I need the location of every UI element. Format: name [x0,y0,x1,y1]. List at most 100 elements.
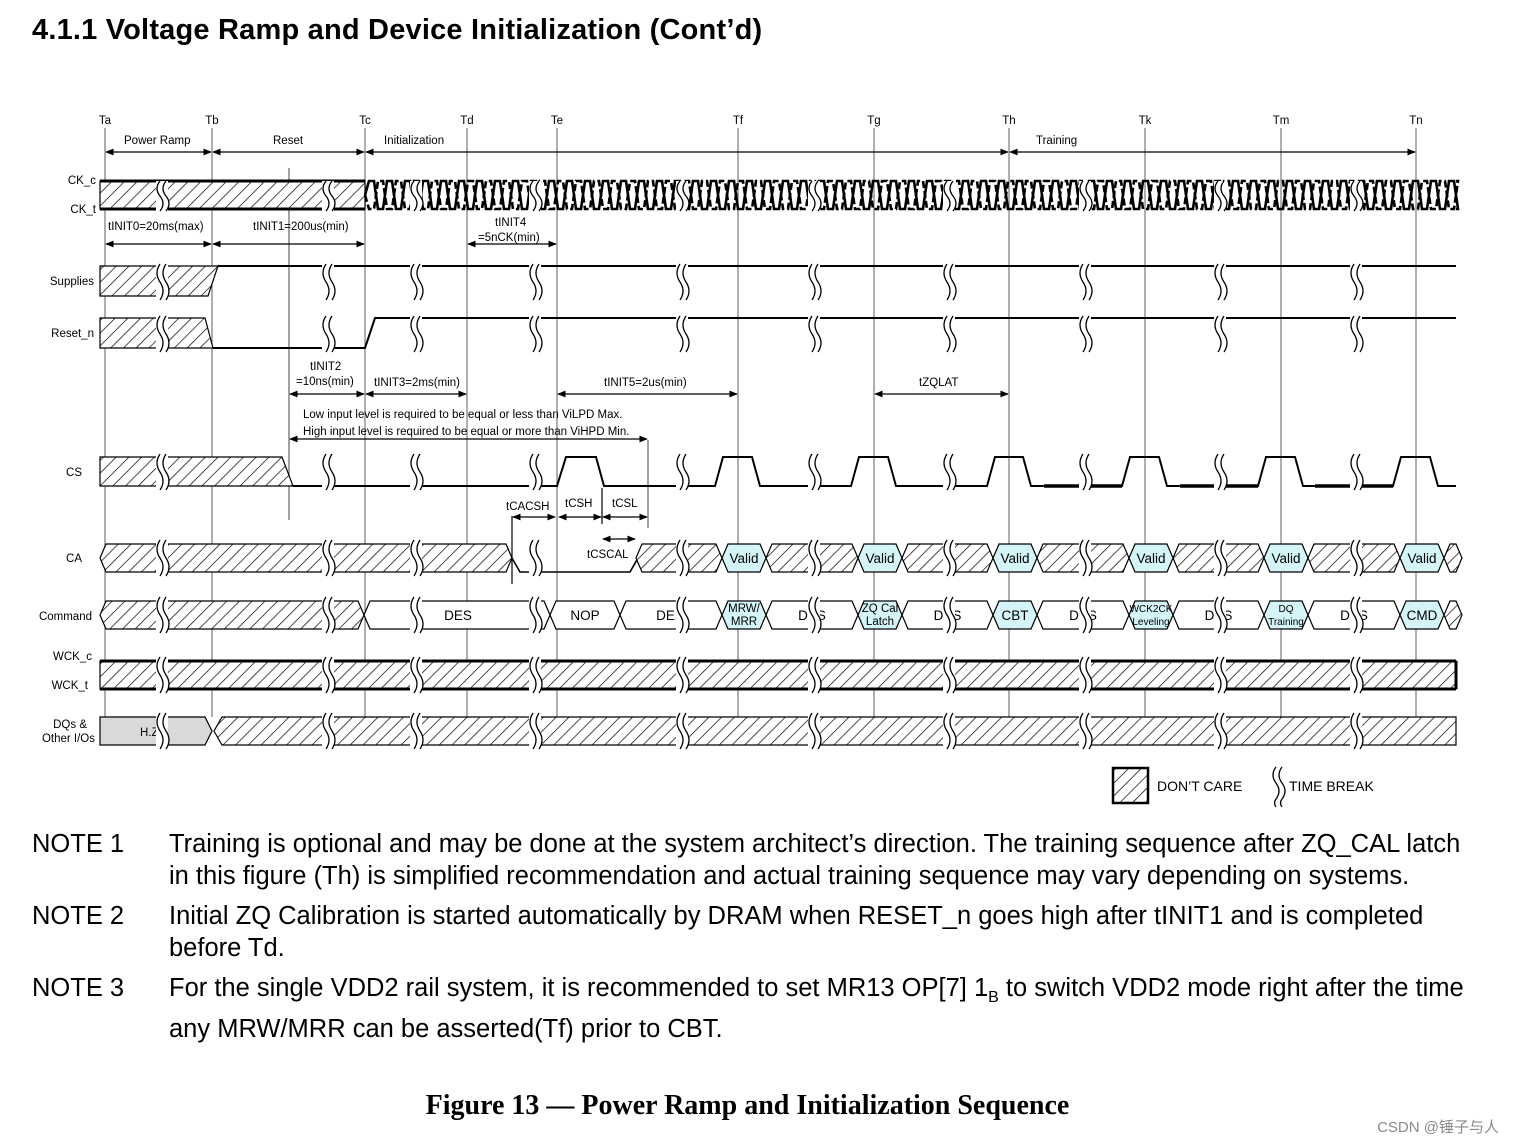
command-dq-training-label: DQ [1279,604,1294,615]
time-break-mark [535,712,543,750]
timepoint-tc: Tc [359,115,371,127]
command-zq-cal-latch-label: Latch [866,616,894,628]
tinit1-label: tINIT1=200us(min) [253,221,349,233]
time-break-mark [162,315,170,353]
time-break-mark [949,315,957,353]
time-break-mark [1220,453,1228,491]
time-break-mark [162,180,170,212]
time-break-mark [676,539,684,577]
ck-waveform [99,179,1460,211]
time-break-mark [1350,656,1358,694]
time-break-gap [410,316,422,352]
time-break-mark [949,263,957,301]
signal-label-wck-t: WCK_t [52,680,89,692]
command-mrw-mrr-label: MRR [731,616,757,628]
time-break-mark [814,453,822,491]
command-dont-care [1443,600,1463,630]
time-break-mark [1356,180,1364,212]
time-break-gap [808,713,820,749]
time-break-gap [322,181,334,211]
time-break-mark [814,180,822,212]
note-label: NOTE 1 [32,830,125,858]
time-break-mark [1356,263,1364,301]
dqs-waveform: H.Z [99,716,1457,746]
time-break-mark [1214,656,1222,694]
time-break-mark [156,263,164,301]
legend-dont-care-label: DON’T CARE [1157,778,1242,794]
time-break-mark [1356,656,1364,694]
time-break-mark [322,596,330,634]
tinit2-label: tINIT2 [310,361,341,373]
note-text: Training is optional and may be done at … [169,830,1461,890]
time-break-mark [1220,263,1228,301]
time-break-mark [1356,453,1364,491]
tcsh-label: tCSH [565,498,592,510]
time-break-mark [535,656,543,694]
phase-reset: Reset [273,135,304,147]
time-break-gap [676,713,688,749]
time-break-gap [410,181,422,211]
time-break-mark [1356,315,1364,353]
time-break-mark [1085,656,1093,694]
time-break-gap [410,657,422,693]
ca-valid-label: Valid [1271,551,1300,566]
signal-label-ck-c: CK_c [68,175,96,187]
time-break-mark [1085,539,1093,577]
note-label: NOTE 2 [32,902,125,930]
time-break-gap [676,181,688,211]
time-break-mark [322,453,330,491]
time-break-gap [676,597,688,633]
time-break-gap [1214,713,1226,749]
timepoint-td: Td [460,115,473,127]
time-break-mark [410,539,418,577]
time-break-mark [943,315,951,353]
time-break-mark [1350,315,1358,353]
cs-waveform [99,456,1456,488]
time-break-gap [156,713,168,749]
signal-label-command: Command [39,611,92,623]
command-wck2ck-leveling-label: Leveling [1132,617,1169,628]
time-break-gap [1350,181,1362,211]
time-break-gap [410,264,422,300]
timepoint-te: Te [551,115,563,127]
signal-label-ck-t: CK_t [70,204,96,216]
time-break-mark [1079,596,1087,634]
time-break-mark [162,596,170,634]
time-break-mark [416,180,424,212]
timepoint-tm: Tm [1273,115,1290,127]
time-break-mark [1214,180,1222,212]
command-wck2ck-leveling-segment [1128,600,1174,630]
time-break-mark [1079,315,1087,353]
time-break-gap [529,657,541,693]
time-break-gap [156,540,168,576]
time-break-gap [410,597,422,633]
time-break-gap [943,713,955,749]
time-break-mark [814,656,822,694]
note-text-part: to switch VDD2 mode right after the time… [169,974,1464,1043]
time-break-gap [410,540,422,576]
time-break-mark [1220,539,1228,577]
tinit5-label: tINIT5=2us(min) [604,377,687,389]
time-break-mark [808,596,816,634]
tcscal-label: tCSCAL [587,549,629,561]
phase-power-ramp: Power Ramp [124,135,190,147]
time-break-mark [328,453,336,491]
time-break-gap [529,540,541,576]
time-break-mark [808,712,816,750]
time-break-gap [1350,657,1362,693]
time-break-gap [156,657,168,693]
signal-label-reset-n: Reset_n [51,328,94,340]
time-break-mark [156,712,164,750]
timing-diagram: Ta Tb Tc Td Te Tf Tg Th Tk Tm Tn Power R… [39,115,1463,808]
command-zq-cal-latch-segment [857,600,903,630]
time-break-mark [162,656,170,694]
time-break-gap [943,264,955,300]
ca-valid-label: Valid [1407,551,1436,566]
ca-low-level [511,557,639,573]
time-break-mark [162,712,170,750]
signal-label-cs: CS [66,467,82,479]
time-break-gap [529,181,541,211]
time-break-mark [410,453,418,491]
time-break-mark [328,596,336,634]
time-break-mark [416,263,424,301]
